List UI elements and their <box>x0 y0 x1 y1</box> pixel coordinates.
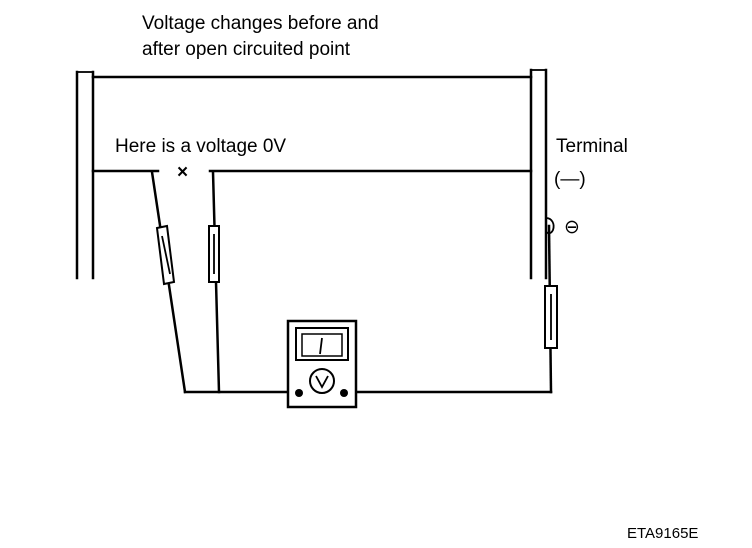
figure-code: ETA9165E <box>627 525 698 542</box>
right-probe <box>544 217 558 394</box>
meter-terminal-right <box>340 389 348 397</box>
meter-terminal-left <box>295 389 303 397</box>
negative-symbol: ⊖ <box>564 217 580 238</box>
left-bus-bar <box>75 70 95 280</box>
left-probe <box>150 170 187 394</box>
middle-probe <box>208 170 221 394</box>
open-point-mark: × <box>177 162 188 183</box>
voltmeter <box>286 319 358 409</box>
right-bus-bar <box>529 68 548 280</box>
meter-needle <box>319 337 323 355</box>
title-line-2: after open circuited point <box>142 39 351 60</box>
terminal-label: Terminal <box>556 136 628 157</box>
meter-dial <box>309 368 335 394</box>
open-point-label: Here is a voltage 0V <box>115 136 286 157</box>
title-line-1: Voltage changes before and <box>142 13 379 34</box>
terminal-sign: (—) <box>554 169 586 190</box>
